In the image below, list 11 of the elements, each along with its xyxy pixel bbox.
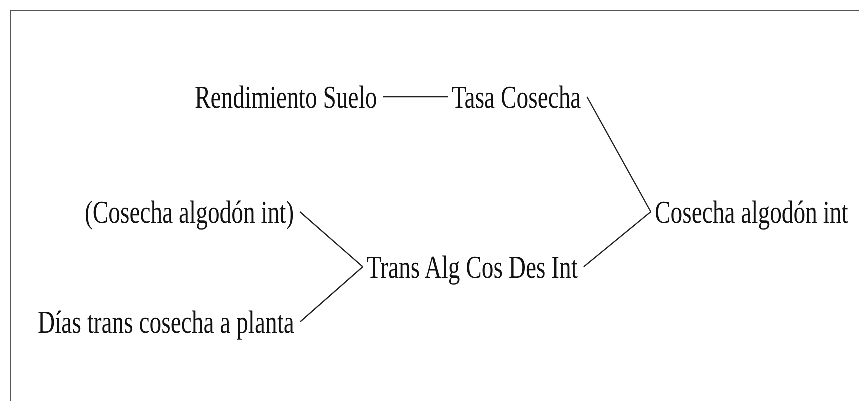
connector-line [586,96,652,212]
connector-line [300,212,364,268]
connector-line [584,212,652,268]
connector-line [383,96,448,98]
variable-label: Tasa Cosecha [452,79,582,115]
variable-label: Cosecha algodón int [655,194,848,230]
variable-label: Trans Alg Cos Des Int [367,249,578,285]
variable-label: Rendimiento Suelo [195,79,378,115]
variable-label: (Cosecha algodón int) [85,194,294,230]
connector-line [300,266,364,322]
variable-label: Días trans cosecha a planta [38,304,294,340]
